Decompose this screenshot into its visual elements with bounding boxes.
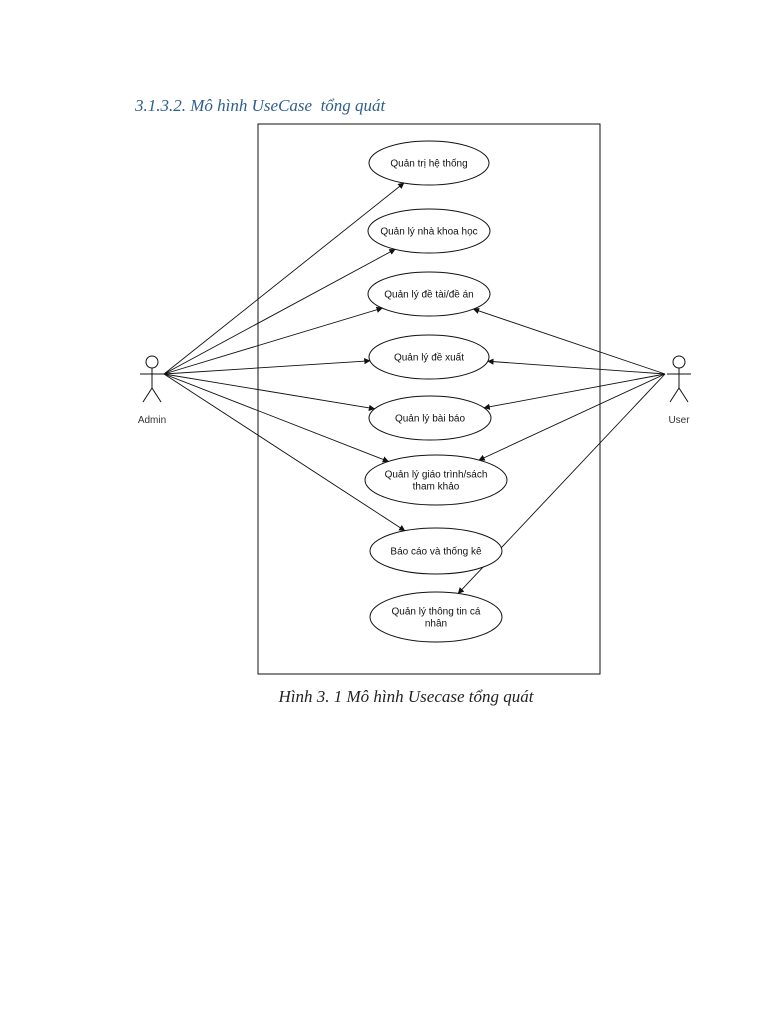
usecase-quan-ly-bai-bao: Quản lý bài báo: [368, 395, 492, 441]
admin-to-quan-ly-bai-bao-association: [163, 373, 376, 412]
admin-to-quan-ly-de-xuat-association: [163, 358, 371, 375]
admin-to-quan-ly-giao-trinh-association: [163, 373, 389, 463]
usecase-label: Quản lý đề xuất: [394, 352, 464, 364]
admin-actor: [140, 355, 164, 403]
association-lines: [163, 182, 666, 594]
user-label: User: [668, 415, 690, 426]
usecase-bao-cao-thong-ke: Báo cáo và thống kê: [369, 527, 503, 575]
user-to-quan-ly-giao-trinh-association: [478, 373, 666, 461]
admin-label: Admin: [138, 415, 166, 426]
usecase-label: Quản trị hệ thống: [390, 158, 467, 170]
usecase-ellipse: [367, 208, 491, 254]
usecase-quan-tri-he-thong: Quản trị hệ thống: [368, 140, 490, 186]
usecase-ellipse: [367, 271, 491, 317]
admin-to-bao-cao-thong-ke-association: [163, 373, 406, 532]
admin-to-quan-ly-nha-khoa-hoc-association: [163, 248, 396, 375]
user-to-quan-ly-bai-bao-association: [483, 373, 666, 410]
section-heading: 3.1.3.2. Mô hình UseCase tổng quát: [135, 96, 386, 115]
usecase-label: Quản lý đề tài/đề án: [384, 289, 474, 301]
usecase-quan-ly-de-xuat: Quản lý đề xuất: [368, 334, 490, 380]
usecase-label: tham khảo: [413, 482, 460, 493]
usecase-ellipse: [364, 454, 508, 506]
user-to-quan-ly-de-xuat-association: [487, 358, 666, 375]
usecase-label: Quản lý nhà khoa học: [380, 227, 477, 238]
system-boundary: [257, 123, 601, 675]
usecase-ellipse: [369, 527, 503, 575]
usecase-ellipse: [369, 591, 503, 643]
figure-caption: Hình 3. 1 Mô hình Usecase tổng quát: [278, 687, 534, 706]
usecase-quan-ly-nha-khoa-hoc: Quản lý nhà khoa học: [367, 208, 491, 254]
usecase-ellipse: [368, 395, 492, 441]
usecase-label: Quản lý bài báo: [395, 414, 465, 425]
usecase-ellipse: [368, 140, 490, 186]
admin-to-quan-ly-de-tai-association: [163, 306, 383, 375]
usecase-label: Quản lý giáo trình/sách: [385, 470, 488, 481]
usecase-label: Báo cáo và thống kê: [390, 546, 482, 558]
user-actor: [667, 355, 691, 403]
usecase-label: Quản lý thông tin cá: [392, 607, 481, 618]
user-to-quan-ly-de-tai-association: [472, 307, 666, 375]
usecase-quan-ly-de-tai: Quản lý đề tài/đề án: [367, 271, 491, 317]
usecase-label: nhân: [425, 619, 447, 630]
admin-to-quan-tri-he-thong-association: [163, 182, 405, 375]
usecase-ellipse: [368, 334, 490, 380]
